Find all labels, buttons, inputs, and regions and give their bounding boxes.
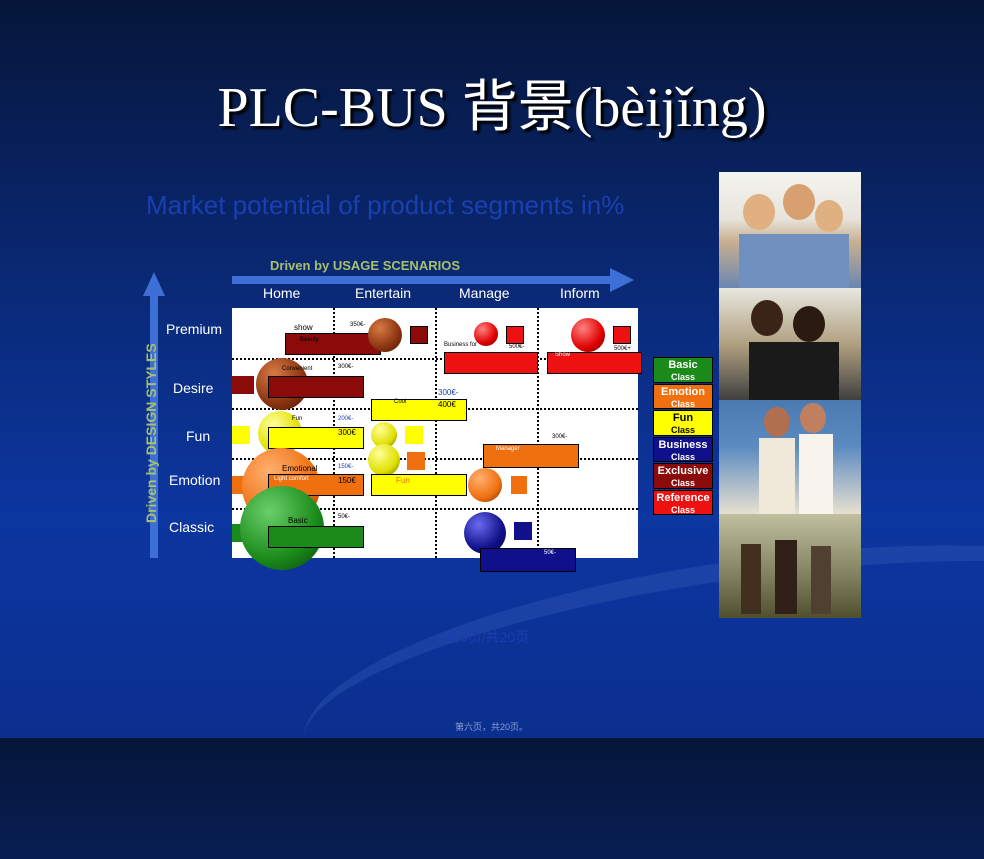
fun-label: Fun bbox=[292, 416, 303, 422]
emotion-square bbox=[407, 452, 425, 470]
exclusive-bar bbox=[268, 376, 364, 398]
price-label: 500€+ bbox=[614, 346, 631, 352]
walking-couple-photo bbox=[719, 400, 861, 514]
emotion-square bbox=[511, 476, 527, 494]
business-bar bbox=[480, 548, 576, 572]
emotion-ball bbox=[468, 468, 502, 502]
convenient-label: Convenient bbox=[282, 366, 313, 372]
couple-photo bbox=[719, 288, 861, 400]
basic-label: Basic bbox=[288, 516, 308, 525]
usage-axis-label: Driven by USAGE SCENARIOS bbox=[270, 258, 460, 273]
design-axis-label: Driven by DESIGN STYLES bbox=[143, 343, 159, 523]
emotion-bar bbox=[483, 444, 579, 468]
price-label: 500€- bbox=[509, 344, 525, 350]
reference-square bbox=[613, 326, 631, 344]
row-fun: Fun bbox=[186, 428, 211, 444]
row-premium: Premium bbox=[166, 321, 223, 337]
column-manage: Manage bbox=[459, 285, 510, 301]
vertical-axis-arrow bbox=[150, 294, 158, 558]
price-label: 300€- bbox=[338, 364, 354, 370]
page-number: 第5页/共20页 bbox=[446, 629, 530, 645]
exclusive-square bbox=[232, 376, 254, 394]
horizontal-axis-arrow bbox=[232, 276, 612, 284]
footer-note: 第六页，共20页。 bbox=[455, 722, 529, 732]
manager-label: Manager bbox=[496, 446, 520, 452]
chart-subtitle: Market potential of product segments in% bbox=[146, 190, 625, 220]
vertical-arrow-head bbox=[143, 272, 165, 296]
price-label: 150€ bbox=[338, 476, 356, 485]
reference-ball bbox=[474, 322, 498, 346]
fun-bar bbox=[268, 427, 364, 449]
family-photo bbox=[719, 172, 861, 288]
business-ball bbox=[464, 512, 506, 554]
show-label: show bbox=[294, 323, 313, 332]
fun-square bbox=[232, 426, 250, 444]
price-label: 400€ bbox=[438, 400, 456, 409]
emotional-label: Emotional bbox=[282, 464, 318, 473]
fun-square bbox=[405, 426, 423, 444]
cool-label: Cool bbox=[394, 399, 407, 405]
price-label: 50€- bbox=[544, 550, 557, 556]
fun-label: Fun bbox=[396, 476, 410, 485]
price-label: 300€- bbox=[438, 388, 459, 397]
price-label: 200€- bbox=[338, 416, 354, 422]
column-inform: Inform bbox=[560, 285, 600, 301]
business-for-label: Business for bbox=[444, 342, 478, 348]
column-home: Home bbox=[263, 285, 301, 301]
show-label: Show bbox=[555, 352, 571, 358]
row-classic: Classic bbox=[169, 519, 215, 535]
fun-ball bbox=[368, 444, 400, 476]
slide-title: PLC-BUS 背景(bèijǐng) bbox=[217, 77, 767, 139]
light-comfort-label: Light comfort bbox=[274, 476, 309, 482]
row-desire: Desire bbox=[173, 380, 214, 396]
exclusive-square bbox=[410, 326, 428, 344]
fun-ball bbox=[371, 422, 397, 448]
exclusive-ball bbox=[368, 318, 402, 352]
column-entertain: Entertain bbox=[355, 285, 412, 301]
price-label: 300€ bbox=[338, 428, 356, 437]
reference-bar bbox=[444, 352, 538, 374]
group-photo bbox=[719, 514, 861, 618]
fun-bar bbox=[371, 399, 467, 421]
price-label: 50€- bbox=[338, 514, 351, 520]
reference-square bbox=[506, 326, 524, 344]
row-emotion: Emotion bbox=[169, 472, 221, 488]
business-square bbox=[514, 522, 532, 540]
beauty-label: Beauty bbox=[300, 337, 319, 343]
price-label: 150€- bbox=[338, 464, 354, 470]
reference-bar bbox=[547, 352, 642, 374]
price-label: 300€- bbox=[552, 434, 568, 440]
price-label: 350€- bbox=[350, 322, 366, 328]
fun-bar bbox=[371, 474, 467, 496]
reference-ball bbox=[571, 318, 605, 352]
basic-bar bbox=[268, 526, 364, 548]
segment-matrix: show Beauty 350€- Business for 500€- 500… bbox=[232, 308, 642, 572]
horizontal-arrow-head bbox=[610, 268, 634, 292]
